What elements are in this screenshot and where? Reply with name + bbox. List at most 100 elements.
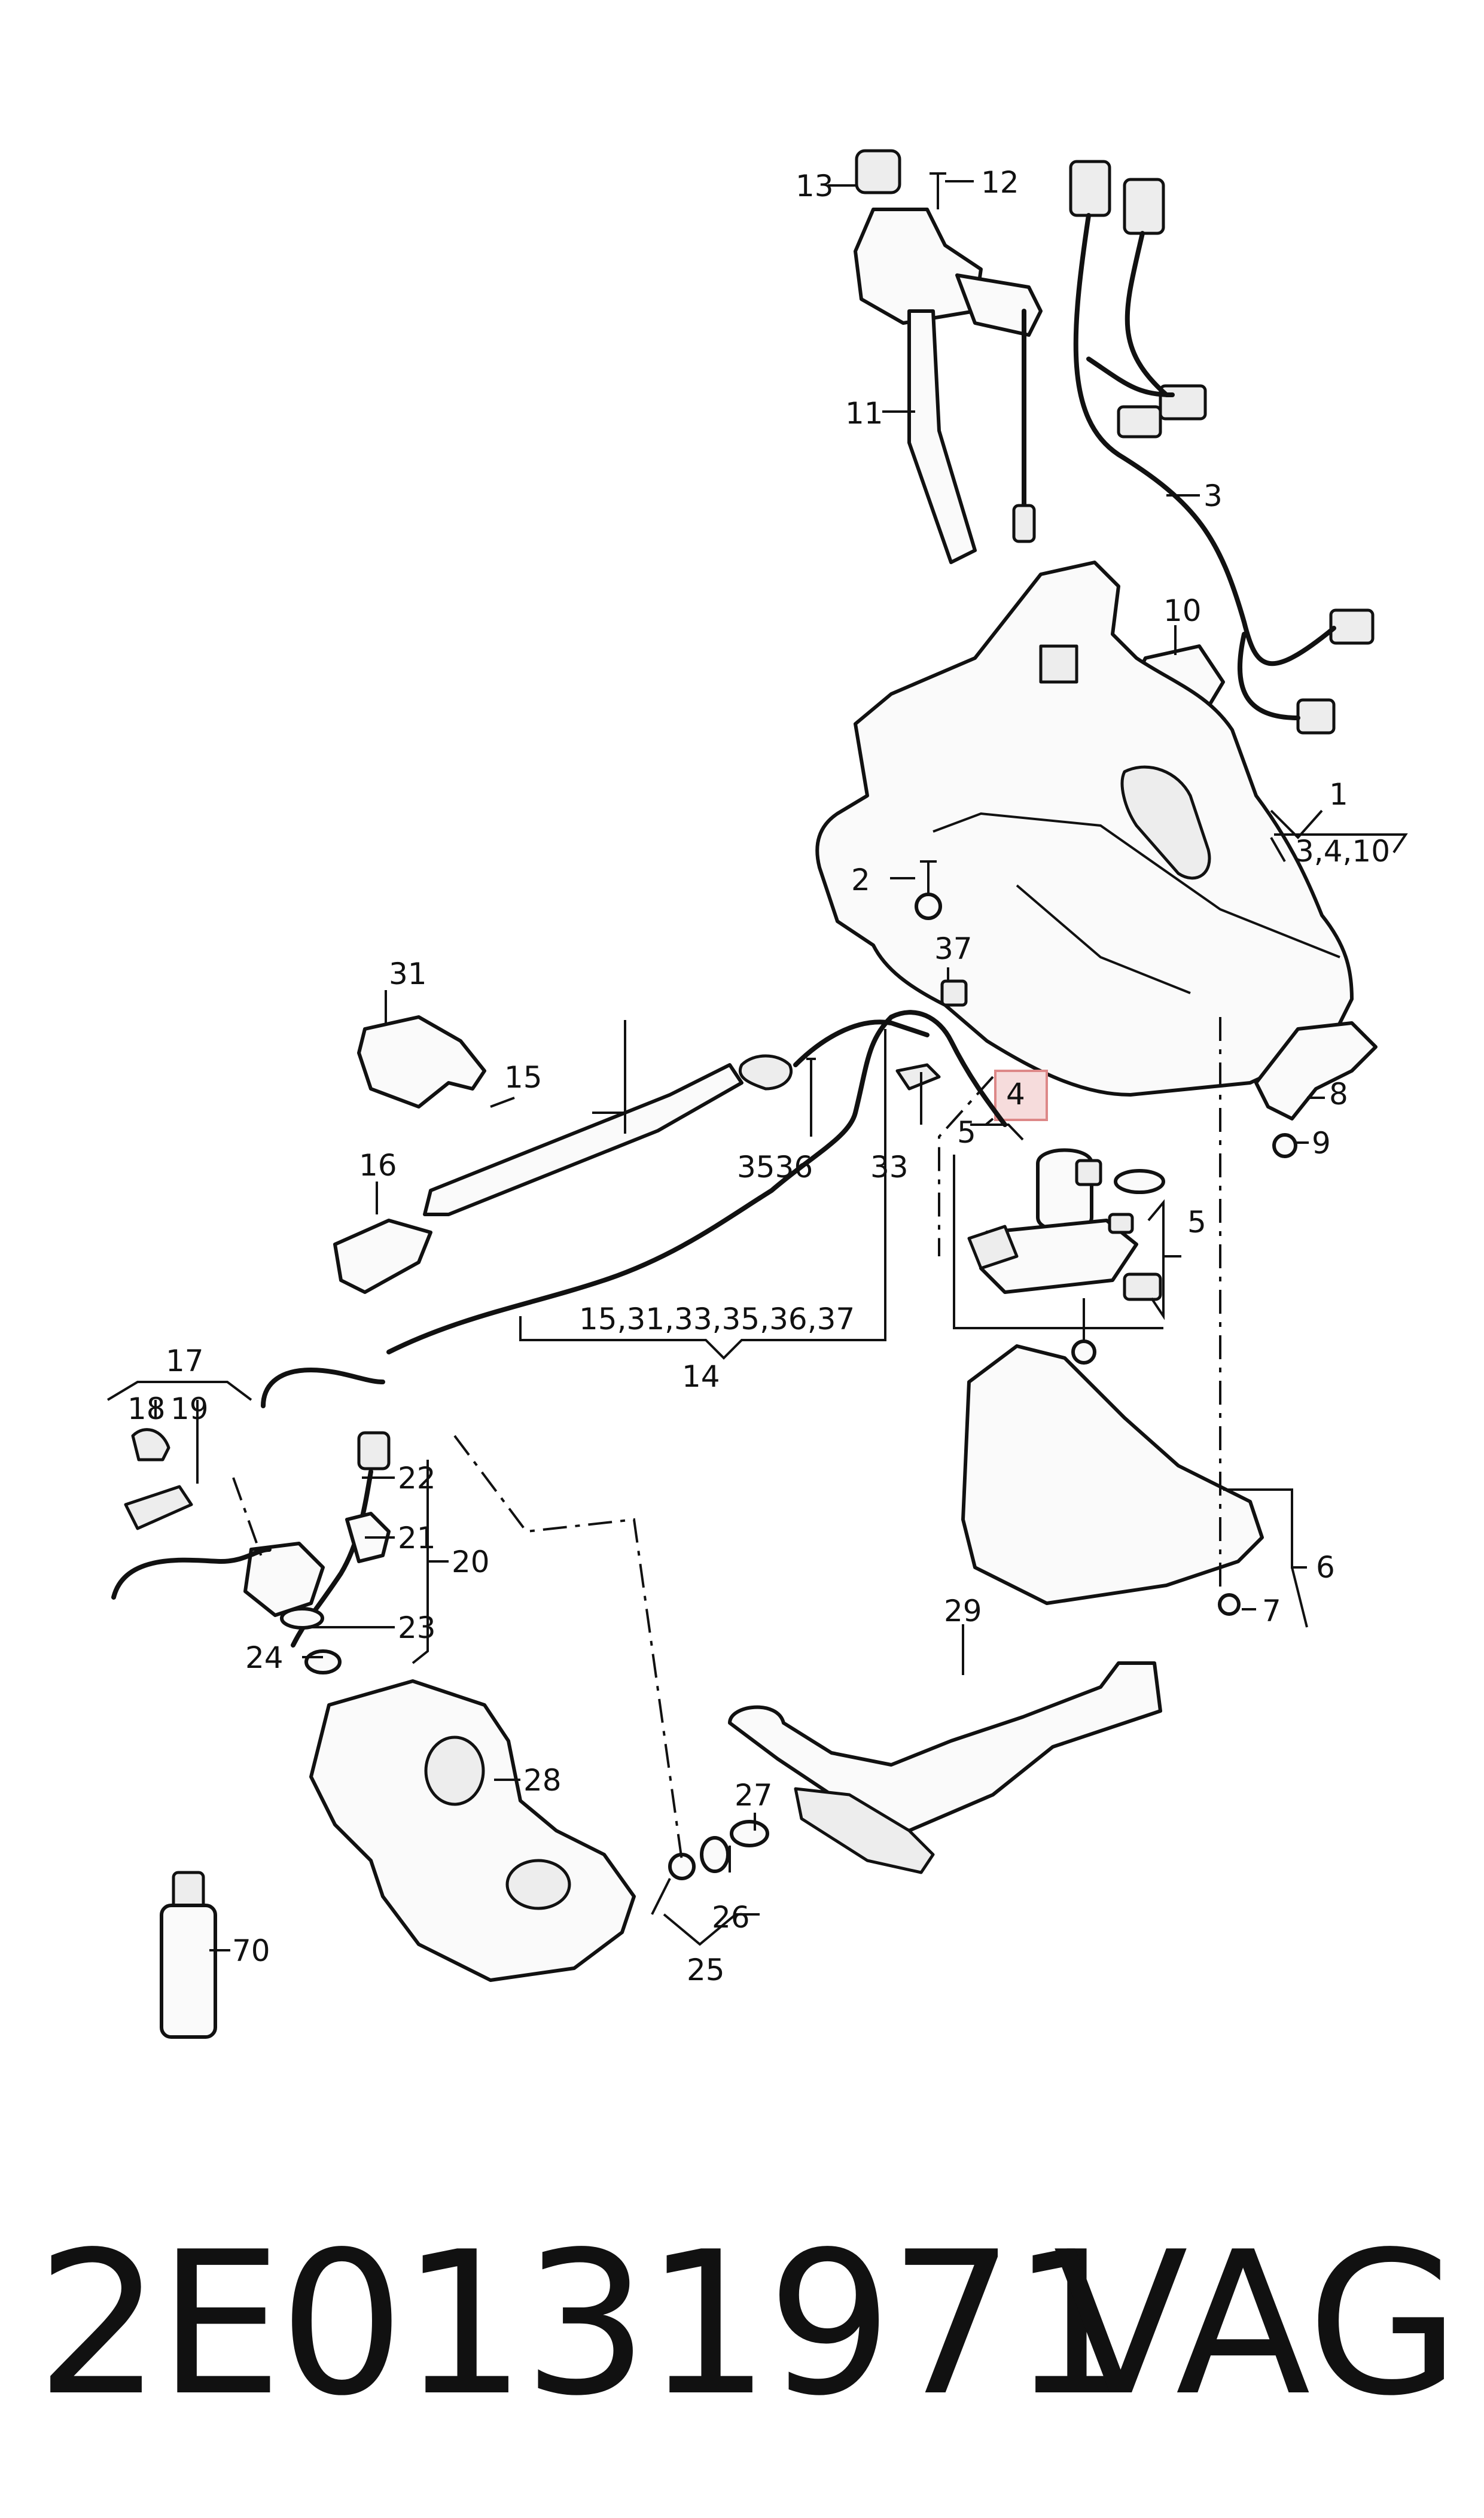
ref-line-pump — [938, 1076, 994, 1256]
heated-line-17 — [111, 1547, 272, 1600]
callout-3536: 3536 — [737, 1150, 813, 1185]
callout-31: 31 — [389, 957, 427, 991]
part-number: 2E0131971 — [36, 2209, 1136, 2439]
callout-9: 9 — [1312, 1126, 1331, 1161]
callout-16: 16 — [359, 1148, 397, 1183]
callout-5-right: 5 — [1187, 1205, 1206, 1240]
callout-21: 21 — [398, 1521, 436, 1555]
filler-neck-assembly — [854, 149, 1043, 564]
holder-16-part — [333, 1219, 432, 1294]
injector-part — [243, 1542, 325, 1617]
clamp-24-part — [304, 1649, 342, 1674]
clip-18-part — [131, 1428, 170, 1462]
bolt-2-head — [915, 893, 942, 920]
seal-part — [1075, 1159, 1102, 1186]
harness-plug-5 — [1329, 608, 1375, 645]
harness-wire-a — [1073, 213, 1336, 666]
line-assembly-14 — [333, 979, 1007, 1354]
sleeve-19-part — [124, 1485, 193, 1530]
callout-28: 28 — [523, 1763, 562, 1798]
clip-35-part — [739, 1054, 793, 1091]
dosing-module-20 — [111, 1367, 391, 1674]
ref-line-dosing — [232, 1477, 264, 1562]
callout-27: 27 — [735, 1778, 773, 1813]
callout-22: 22 — [398, 1461, 436, 1496]
washer-part — [1114, 1169, 1165, 1194]
heat-shield-6 — [961, 1344, 1264, 1616]
harness-wire-b — [1086, 231, 1300, 720]
sensor-25-part — [651, 1878, 671, 1915]
reducing-agent-tank-1 — [815, 561, 1378, 1158]
shield-body — [961, 1344, 1264, 1605]
clip-33-part — [895, 1063, 941, 1091]
vent-connector-part — [955, 273, 1043, 337]
fluid-bottle-70 — [160, 1871, 217, 2039]
ref-line-sensor — [453, 1435, 683, 1861]
callout-26: 26 — [712, 1900, 750, 1935]
bracket-8-part — [1254, 1021, 1378, 1121]
pipe-line-2 — [793, 1019, 930, 1067]
filler-head-part — [854, 208, 983, 325]
callout-18: 18 — [127, 1392, 166, 1426]
footer: 2E0131971 VAG — [0, 2202, 1484, 2453]
converter-outlet — [505, 1859, 571, 1910]
delivery-pump-4 — [967, 1070, 1165, 1365]
oring-part — [1108, 1213, 1134, 1234]
exploded-parts-diagram: 13 12 11 3 10 1 3,4,10 2 37 4 5 5 8 9 6 … — [106, 149, 1408, 2039]
converter-inlet — [424, 1735, 485, 1806]
callout-4: 4 — [1006, 1077, 1025, 1112]
harness-plug-2 — [1123, 178, 1165, 235]
flange-27-part — [794, 1787, 935, 1874]
converter-body — [309, 1679, 636, 1982]
callout-5-left: 5 — [957, 1115, 976, 1150]
part-4-highlight — [994, 1070, 1048, 1121]
pipe-line-1 — [386, 1010, 1007, 1354]
callout-19: 19 — [170, 1392, 209, 1426]
gasket-25-part — [700, 1836, 730, 1873]
callout-15-group: 15,31,33,35,36,37 — [579, 1302, 855, 1336]
filler-cap-part — [855, 149, 901, 194]
bracket-31-part — [357, 1015, 486, 1109]
callout-29: 29 — [944, 1594, 982, 1628]
pump-screw-head — [1071, 1339, 1096, 1365]
sensor-plug-part — [1123, 1272, 1162, 1301]
pump-connector — [967, 1225, 1019, 1270]
sensor-plug-22 — [357, 1431, 391, 1470]
callout-70: 70 — [232, 1934, 270, 1968]
cover-15-part — [423, 1063, 743, 1216]
plug-37-part — [940, 979, 968, 1007]
vent-pipe-end — [1012, 504, 1036, 543]
callout-6: 6 — [1316, 1550, 1335, 1585]
tank-recess — [1120, 765, 1211, 880]
tank-detail-lines — [933, 812, 1340, 994]
callout-15: 15 — [504, 1060, 543, 1095]
filler-hose-part — [907, 309, 977, 564]
callout-23: 23 — [398, 1610, 436, 1645]
harness-plug-6 — [1296, 698, 1336, 735]
callout-17: 17 — [166, 1344, 204, 1378]
nut-7-part — [1218, 1593, 1241, 1616]
tank-window — [1039, 644, 1078, 684]
harness-plug-4 — [1117, 405, 1162, 439]
wiring-harness-3 — [1069, 160, 1375, 735]
callout-2: 2 — [851, 863, 870, 897]
brand-name: VAG — [1053, 2209, 1460, 2439]
callout-3-4-10: 3,4,10 — [1295, 834, 1390, 869]
callout-13: 13 — [796, 169, 834, 203]
exhaust-pipe-body — [728, 1661, 1162, 1832]
callout-3: 3 — [1203, 479, 1223, 513]
callout-7: 7 — [1262, 1594, 1281, 1628]
bottle-body — [160, 1904, 217, 2039]
bottle-cap — [172, 1871, 205, 1910]
callout-25: 25 — [687, 1953, 725, 1987]
sensor-25-head — [668, 1853, 696, 1880]
washer-26-part — [730, 1820, 769, 1847]
heated-line-17b — [261, 1367, 385, 1408]
callout-12: 12 — [981, 165, 1019, 200]
callout-20: 20 — [452, 1545, 490, 1579]
callout-24: 24 — [245, 1640, 284, 1675]
converter-28 — [309, 1679, 636, 1982]
harness-plug-3 — [1159, 384, 1207, 421]
callout-14: 14 — [682, 1359, 720, 1394]
callout-8: 8 — [1329, 1077, 1348, 1112]
